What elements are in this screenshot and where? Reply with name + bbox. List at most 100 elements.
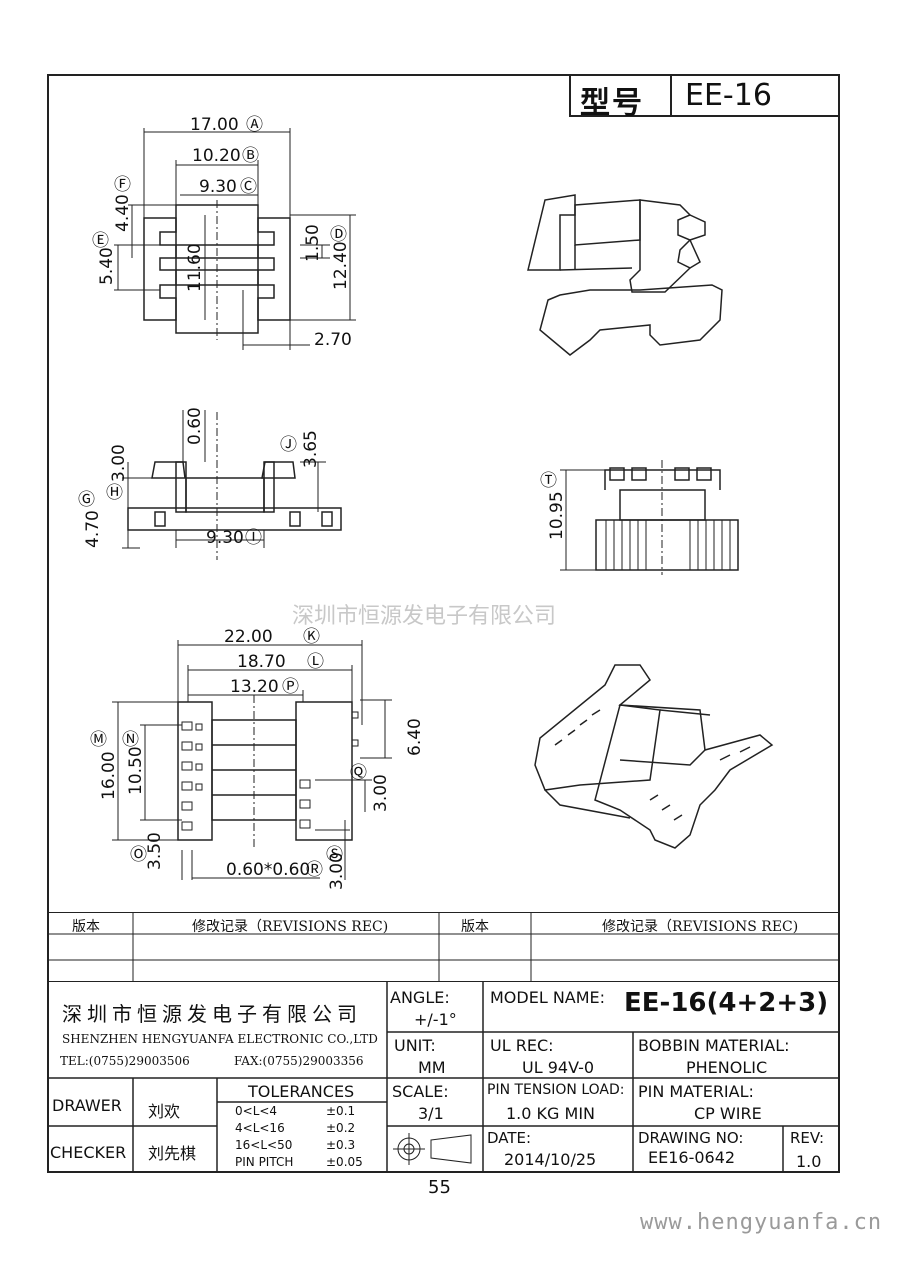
scale-label: SCALE: — [392, 1082, 449, 1101]
dim-i-marker: Ⓘ — [245, 528, 262, 548]
checker-label: CHECKER — [50, 1143, 127, 1162]
pin-tension-label: PIN TENSION LOAD: — [487, 1082, 625, 1098]
tol-range-4: PIN PITCH — [235, 1155, 294, 1169]
model-name-value: EE-16(4+2+3) — [624, 988, 829, 1018]
company-fax: FAX:(0755)29003356 — [234, 1054, 364, 1068]
dim-h-marker: Ⓗ — [106, 483, 123, 503]
dim-150-value: 1.50 — [303, 224, 323, 262]
dim-r-marker: Ⓡ — [306, 860, 323, 880]
dim-q-value: 3.00 — [371, 774, 391, 812]
bottom-view — [177, 695, 359, 850]
dim-k-marker: Ⓚ — [303, 627, 320, 647]
dim-r-value: 0.60*0.60 — [226, 860, 310, 880]
dim-j-value: 3.65 — [301, 430, 321, 468]
model-header-box — [569, 74, 840, 117]
revisions-table — [47, 912, 840, 982]
front-view — [595, 460, 739, 575]
dim-060-value: 0.60 — [185, 407, 205, 445]
bobbin-material-value: PHENOLIC — [686, 1058, 768, 1077]
dim-e-marker: Ⓔ — [92, 231, 109, 251]
model-header-divider — [670, 74, 672, 117]
dim-o-marker: Ⓞ — [130, 845, 147, 865]
website-url: www.hengyuanfa.cn — [640, 1210, 883, 1235]
page-number: 55 — [428, 1177, 451, 1198]
unit-value: MM — [418, 1058, 446, 1077]
dim-s-marker: Ⓢ — [326, 845, 343, 865]
tol-range-3: 16<L<50 — [235, 1138, 293, 1152]
dim-p-value: 13.20 — [230, 677, 279, 697]
dim-c-value: 9.30 — [199, 177, 237, 197]
dim-n-marker: Ⓝ — [122, 730, 139, 750]
scale-value: 3/1 — [418, 1104, 444, 1123]
model-header-value: EE-16 — [685, 78, 772, 113]
dim-270-value: 2.70 — [314, 330, 352, 350]
title-block-grid — [47, 982, 840, 1173]
dim-b-value: 10.20 — [192, 146, 241, 166]
rev-col4-header: 修改记录（REVISIONS REC) — [602, 919, 799, 935]
dim-j-marker: Ⓙ — [280, 435, 297, 455]
dim-q-marker: Ⓠ — [350, 763, 367, 783]
tol-range-2: 4<L<16 — [235, 1121, 285, 1135]
dim-a-value: 17.00 — [190, 115, 239, 135]
isometric-view-bottom — [534, 664, 774, 849]
rev-value: 1.0 — [796, 1152, 822, 1171]
dim-1160-value: 11.60 — [185, 243, 205, 292]
rev-label: REV: — [790, 1129, 824, 1147]
dim-i-value: 9.30 — [206, 528, 244, 548]
drawer-label: DRAWER — [52, 1096, 122, 1115]
pin-material-label: PIN MATERIAL: — [638, 1082, 754, 1101]
drawer-name: 刘欢 — [148, 1102, 181, 1121]
projection-symbol-icon — [393, 1133, 472, 1165]
dim-n-value: 10.50 — [126, 746, 146, 795]
dim-d-marker: Ⓓ — [330, 225, 347, 245]
company-tel: TEL:(0755)29003506 — [60, 1054, 190, 1068]
tol-value-3: ±0.3 — [326, 1138, 356, 1152]
top-view — [143, 200, 291, 340]
model-header-label: 型号 — [580, 86, 644, 121]
drawing-frame — [47, 74, 840, 1173]
dim-a-marker: Ⓐ — [246, 115, 263, 135]
angle-value: +/-1° — [414, 1010, 457, 1029]
drawing-number-label: DRAWING NO: — [638, 1129, 744, 1147]
tol-range-1: 0<L<4 — [235, 1104, 278, 1118]
dim-640-value: 6.40 — [405, 718, 425, 756]
drawing-number-value: EE16-0642 — [648, 1148, 736, 1167]
ul-rec-label: UL REC: — [490, 1036, 554, 1055]
company-name-en: SHENZHEN HENGYUANFA ELECTRONIC CO.,LTD — [62, 1032, 378, 1046]
tol-value-2: ±0.2 — [326, 1121, 356, 1135]
tol-value-4: ±0.05 — [326, 1155, 363, 1169]
dim-e-value: 5.40 — [97, 247, 117, 285]
watermark-company: 深圳市恒源发电子有限公司 — [292, 604, 557, 629]
isometric-view-top — [527, 194, 723, 356]
dim-d-value: 12.40 — [331, 241, 351, 290]
date-label: DATE: — [487, 1129, 532, 1147]
company-name-cn: 深圳市恒源发电子有限公司 — [62, 1002, 362, 1026]
dim-k-value: 22.00 — [224, 627, 273, 647]
dim-s-value: 3.00 — [327, 852, 347, 890]
pin-tension-value: 1.0 KG MIN — [506, 1104, 595, 1123]
rev-col3-header: 版本 — [461, 919, 489, 935]
dim-m-marker: Ⓜ — [90, 730, 107, 750]
dim-f-value: 4.40 — [113, 194, 133, 232]
ul-rec-value: UL 94V-0 — [522, 1058, 595, 1077]
dim-m-value: 16.00 — [99, 751, 119, 800]
unit-label: UNIT: — [394, 1036, 436, 1055]
checker-name: 刘先棋 — [148, 1144, 197, 1163]
dim-g-value: 4.70 — [83, 510, 103, 548]
dim-f-marker: Ⓕ — [114, 175, 131, 195]
model-name-label: MODEL NAME: — [490, 988, 606, 1007]
dim-c-marker: Ⓒ — [240, 177, 257, 197]
rev-col1-header: 版本 — [72, 919, 100, 935]
rev-col2-header: 修改记录（REVISIONS REC) — [192, 919, 389, 935]
dim-o-value: 3.50 — [145, 832, 165, 870]
dim-l-marker: Ⓛ — [307, 652, 324, 672]
date-value: 2014/10/25 — [504, 1150, 597, 1169]
tolerances-title: TOLERANCES — [248, 1082, 355, 1101]
dim-t-value: 10.95 — [547, 491, 567, 540]
pin-material-value: CP WIRE — [694, 1104, 762, 1123]
dim-b-marker: Ⓑ — [242, 146, 259, 166]
dim-l-value: 18.70 — [237, 652, 286, 672]
dim-g-marker: Ⓖ — [78, 490, 95, 510]
tol-value-1: ±0.1 — [326, 1104, 356, 1118]
dim-p-marker: Ⓟ — [282, 677, 299, 697]
